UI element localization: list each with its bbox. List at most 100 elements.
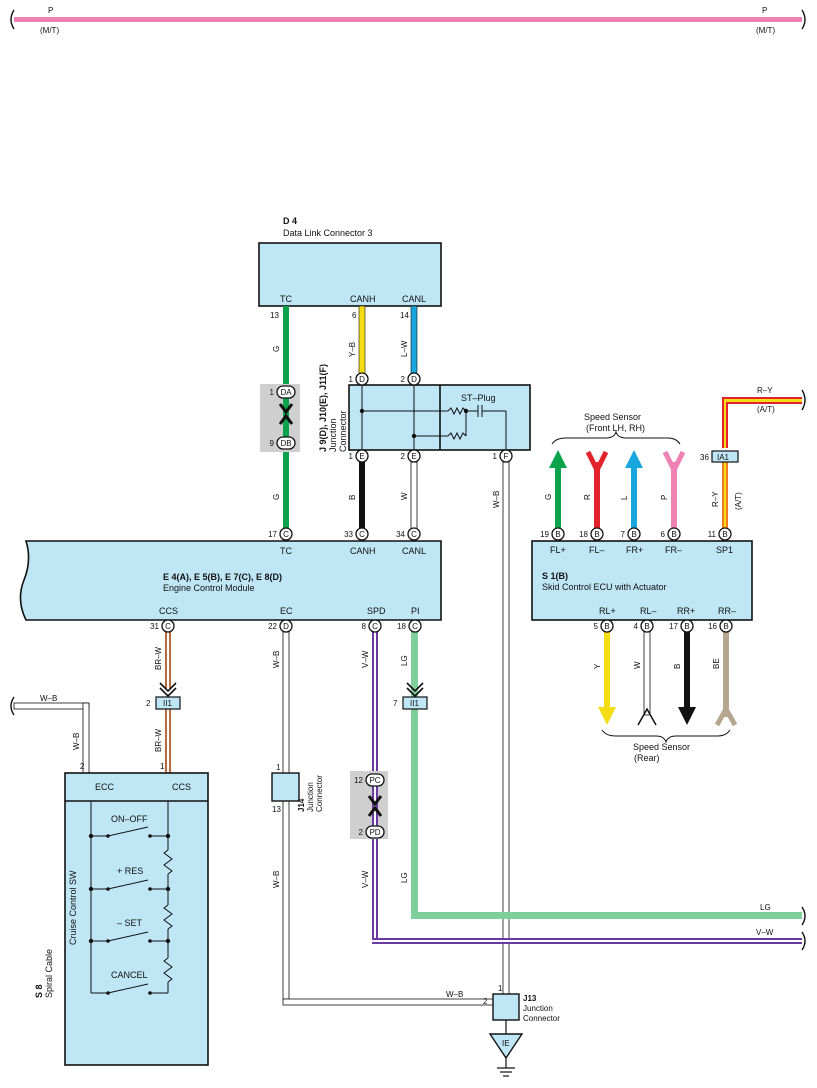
wire-label-g-upper: G <box>272 346 281 352</box>
pin-skid-top-0: B19 <box>540 527 565 541</box>
ecm-pin-ccs: CCS <box>159 606 178 616</box>
skid-pin-sp1: SP1 <box>716 545 733 555</box>
wire-label-wb-ec: W–B <box>272 651 281 668</box>
svg-text:C: C <box>283 530 289 539</box>
svg-text:B: B <box>594 530 599 539</box>
svg-text:1: 1 <box>493 452 498 461</box>
pin-ecm-top-1: C33 <box>344 527 369 541</box>
skid-pin-rr-plus: RR+ <box>677 606 695 616</box>
pin-j10-1: E1 <box>349 449 369 463</box>
wire-label-at-top: (A/T) <box>757 405 775 414</box>
svg-text:C: C <box>412 622 418 631</box>
wire-label-g-lower: G <box>272 494 281 500</box>
j14-name1: Junction <box>306 782 315 812</box>
svg-text:1: 1 <box>349 375 354 384</box>
cruise-switch-network <box>90 801 173 994</box>
switch-res: + RES <box>117 866 143 876</box>
svg-text:PC: PC <box>369 776 380 785</box>
ground-label: IE <box>502 1039 510 1048</box>
front-sensor-brace <box>551 430 681 445</box>
cruise-pin-right: 1 <box>160 762 165 771</box>
svg-text:17: 17 <box>669 622 678 631</box>
junction-j9-name1: Junction <box>328 418 338 452</box>
wire-label-brw-upper: BR–W <box>154 646 163 670</box>
dlc-name: Data Link Connector 3 <box>283 228 373 238</box>
j13-left-pin: 2 <box>483 997 488 1006</box>
svg-text:C: C <box>359 530 365 539</box>
svg-text:B: B <box>671 530 676 539</box>
j13-top-pin: 1 <box>498 984 503 993</box>
skid-pin-rl-minus: RL– <box>640 606 657 616</box>
pin-skid-bottom-0: B5 <box>594 619 614 633</box>
pin-skid-top-4: B11 <box>708 527 732 541</box>
pin-skid-top-2: B7 <box>621 527 641 541</box>
svg-text:6: 6 <box>661 530 666 539</box>
rear-wire-y: Y <box>593 663 602 669</box>
wire-label-wb-bottom: W–B <box>446 990 463 999</box>
svg-text:B: B <box>555 530 560 539</box>
skid-pin-fl-plus: FL+ <box>550 545 566 555</box>
front-wire-l: L <box>620 495 629 500</box>
ground-symbol <box>488 1020 524 1077</box>
svg-text:B: B <box>604 622 609 631</box>
cruise-pin-left: 2 <box>80 762 85 771</box>
top-wire-color-right: P <box>762 6 767 15</box>
svg-text:16: 16 <box>708 622 717 631</box>
j14-top-pin: 1 <box>276 763 281 772</box>
dlc-pin-canl: CANL <box>402 294 426 304</box>
svg-text:2: 2 <box>401 375 406 384</box>
top-variant-right: (M/T) <box>756 26 775 35</box>
wire-label-wb-ecc: W–B <box>72 733 81 750</box>
front-sensor-line1: Speed Sensor <box>584 412 641 422</box>
svg-text:12: 12 <box>354 776 363 785</box>
svg-text:DA: DA <box>280 388 292 397</box>
svg-text:31: 31 <box>150 622 159 631</box>
svg-text:18: 18 <box>397 622 406 631</box>
front-wire-r: R <box>583 494 592 500</box>
pin-skid-top-3: B6 <box>661 527 681 541</box>
pin-skid-top-1: B 18 <box>579 527 604 541</box>
pin-skid-bottom-2: B17 <box>669 619 694 633</box>
j13-box <box>492 993 520 1021</box>
rear-wire-be: BE <box>712 658 721 669</box>
svg-text:B: B <box>722 530 727 539</box>
svg-text:B: B <box>644 622 649 631</box>
pin-tc-db: DB 9 <box>270 436 296 450</box>
rear-sensor-wires <box>598 630 738 727</box>
ecm-pin-ec: EC <box>280 606 293 616</box>
rear-sensor-line2: (Rear) <box>634 753 660 763</box>
ia1-pin: 36 <box>700 453 709 462</box>
wire-label-wb-j9: W–B <box>492 491 501 508</box>
st-plug-label: ST–Plug <box>461 393 496 403</box>
svg-text:DB: DB <box>280 439 291 448</box>
ii1-right-label: II1 <box>410 699 419 708</box>
ia1-box <box>711 450 739 463</box>
ii1-right-box <box>402 696 428 710</box>
skid-pin-rl-plus: RL+ <box>599 606 616 616</box>
svg-text:1: 1 <box>349 452 354 461</box>
pin-ecm-bottom-0: C31 <box>150 619 175 633</box>
pin-j9-top-1: D1 <box>349 372 369 386</box>
svg-text:D: D <box>359 375 365 384</box>
wire-label-at-sp1: (A/T) <box>734 492 743 510</box>
pin-j10-2: E2 <box>401 449 421 463</box>
svg-text:18: 18 <box>579 530 588 539</box>
wire-label-lw: L–W <box>400 340 409 357</box>
svg-text:D: D <box>283 622 289 631</box>
skid-pin-fr-minus: FR– <box>665 545 682 555</box>
front-sensor-line2: (Front LH, RH) <box>586 423 645 433</box>
ecm-box <box>19 540 442 621</box>
pin-ecm-bottom-3: C 18 <box>397 619 422 633</box>
svg-text:2: 2 <box>359 828 364 837</box>
j13-name2: Connector <box>523 1014 560 1023</box>
svg-text:9: 9 <box>270 439 275 448</box>
switch-on-off: ON–OFF <box>111 814 148 824</box>
svg-text:5: 5 <box>594 622 599 631</box>
ecm-pin-tc: TC <box>280 546 292 556</box>
top-wire-color-left: P <box>48 6 53 15</box>
ecm-pin-pi: PI <box>411 606 420 616</box>
svg-text:22: 22 <box>268 622 277 631</box>
ecm-pin-canl: CANL <box>402 546 426 556</box>
wire-label-w-canl: W <box>400 492 409 500</box>
